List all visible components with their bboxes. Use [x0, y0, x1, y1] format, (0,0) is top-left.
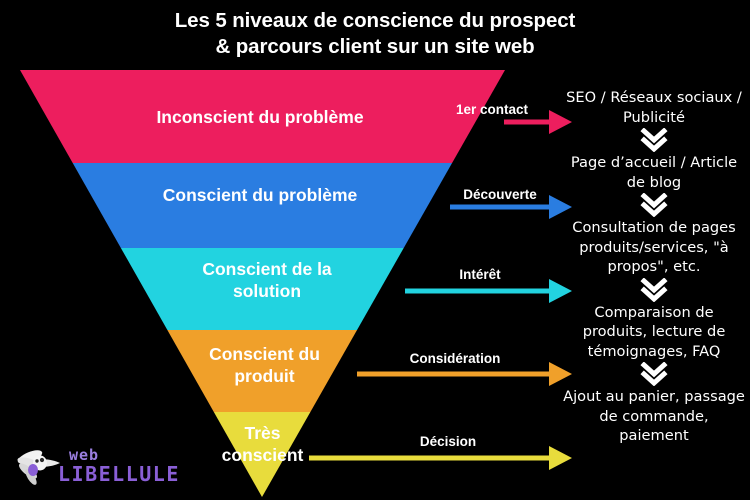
- double-chevron-down-icon: [563, 192, 745, 218]
- double-chevron-down-icon: [563, 277, 745, 303]
- arrow-interet: [405, 279, 572, 303]
- dragonfly-icon: [17, 450, 60, 485]
- title-line-1: Les 5 niveaux de conscience du prospect: [174, 9, 576, 32]
- stage-arrows: [309, 110, 572, 470]
- journey-step-1: SEO / Réseaux sociaux / Publicité: [566, 89, 742, 126]
- arrow-label-1er-contact: 1er contact: [455, 102, 529, 117]
- arrow-consideration: [357, 362, 572, 386]
- arrow-decision: [309, 446, 572, 470]
- page-title: Les 5 niveaux de conscience du prospect …: [0, 8, 750, 60]
- journey-step-5: Ajout au panier, passage de commande, pa…: [563, 388, 745, 444]
- arrow-decouverte: [450, 195, 572, 219]
- logo-text-libellule: LIBELLULE: [58, 462, 180, 486]
- logo-text-web: web: [69, 446, 100, 464]
- arrow-label-interet: Intérêt: [459, 267, 501, 282]
- journey-step-4: Comparaison de produits, lecture de témo…: [582, 303, 726, 360]
- journey-step-2: Page d’accueil / Article de blog: [570, 154, 738, 191]
- journey-steps-column: SEO / Réseaux sociaux / Publicité Page d…: [563, 88, 745, 446]
- arrow-label-decouverte: Découverte: [463, 187, 537, 202]
- journey-step-3: Consultation de pages produits/services,…: [572, 219, 736, 275]
- funnel-band-1: [20, 70, 505, 163]
- arrow-label-consideration: Considération: [409, 351, 501, 366]
- double-chevron-down-icon: [563, 361, 745, 387]
- double-chevron-down-icon: [563, 127, 745, 153]
- title-line-2: & parcours client sur un site web: [215, 35, 535, 58]
- brand-logo[interactable]: web LIBELLULE: [12, 443, 178, 495]
- arrow-label-decision: Décision: [419, 434, 477, 449]
- arrow-1er-contact: [504, 110, 572, 134]
